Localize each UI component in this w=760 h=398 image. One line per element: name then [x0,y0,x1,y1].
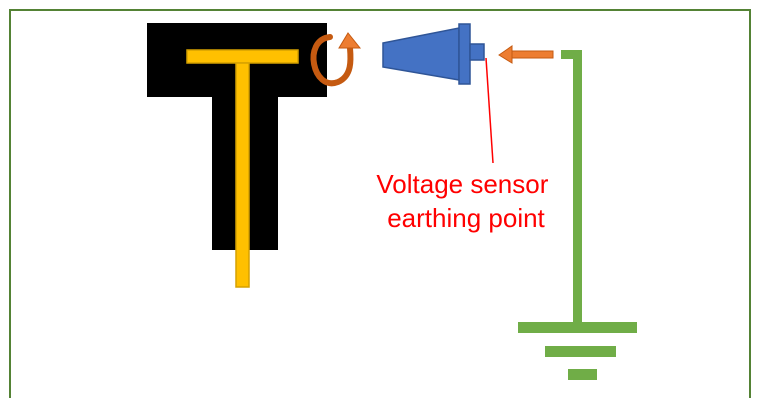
annotation-line-2: earthing point [387,203,545,233]
sensor-cone [382,27,460,81]
ground-bar-large [518,322,637,333]
annotation-line-1: Voltage sensor [376,169,548,199]
sensor-earthing-terminal [469,43,485,61]
voltage-sensor [382,23,485,85]
connection-arrow-shaft [509,50,554,59]
connection-arrow-head [498,45,513,64]
annotation-leader-line [485,57,494,164]
earth-ground [518,50,637,380]
sensor-collar [458,23,471,85]
ground-bar-small [568,369,597,380]
conductor-stem [235,62,250,288]
earth-wire-vertical [573,50,582,325]
rotation-arrow [310,32,362,87]
rotation-arrow-curve [310,34,354,87]
conductor-crossbar [186,49,299,64]
ground-bar-medium [545,346,616,357]
rotation-arrow-head [338,32,362,49]
diagram-frame [9,9,751,398]
earth-wire-top [561,50,582,59]
connection-arrow [498,45,554,64]
annotation-label: Voltage sensor earthing point [376,169,555,233]
